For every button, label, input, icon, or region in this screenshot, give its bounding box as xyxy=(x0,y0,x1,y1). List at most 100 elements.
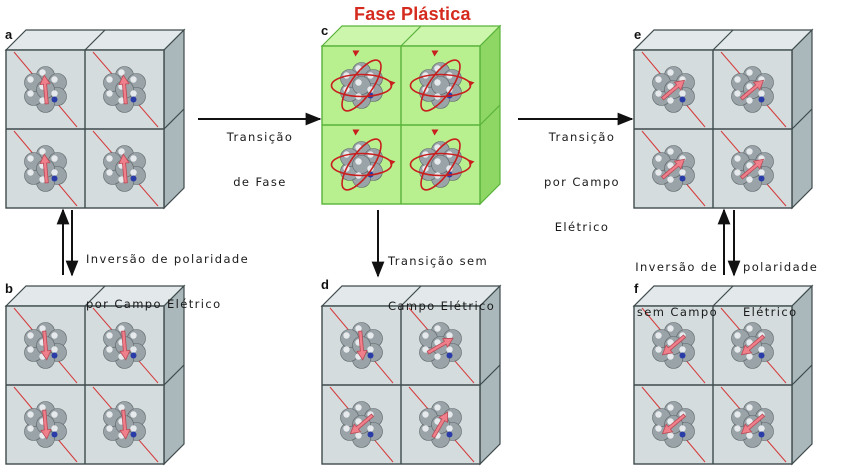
molecule xyxy=(340,322,383,369)
label-polarity-inversion-ef-left-line1: Inversão de xyxy=(635,260,718,274)
atom-highlight xyxy=(106,155,113,162)
atom-highlight xyxy=(106,76,113,83)
panel-f-cube xyxy=(632,284,814,466)
atom-highlight xyxy=(746,325,753,332)
label-phase-transition: Transição de Fase xyxy=(202,100,318,205)
atom-highlight xyxy=(106,332,113,339)
dipole-arrow xyxy=(426,337,454,355)
label-field-transition-line2: por Campo xyxy=(544,175,620,189)
dipole-arrow xyxy=(660,158,686,180)
molecule xyxy=(419,62,462,109)
atom-highlight xyxy=(667,97,674,104)
dipole-arrow xyxy=(349,413,375,435)
atom-highlight xyxy=(434,79,441,86)
atom-highlight xyxy=(106,411,113,418)
label-no-field-transition-line2: Campo Elétrico xyxy=(388,299,496,313)
nitrogen-atom xyxy=(130,175,137,182)
atom-highlight xyxy=(355,432,362,439)
cube-top-divider xyxy=(400,25,422,47)
atom-highlight xyxy=(51,411,58,418)
atom-highlight xyxy=(422,425,429,432)
dipole-arrow xyxy=(740,413,766,435)
nitrogen-atom xyxy=(51,175,58,182)
label-polarity-inversion-ef-left-line2: sem Campo xyxy=(636,305,718,319)
nitrogen-atom xyxy=(758,352,765,359)
cube-side-divider xyxy=(791,364,813,386)
atom-highlight xyxy=(667,176,674,183)
atom-highlight xyxy=(446,346,453,353)
atom-highlight xyxy=(734,76,741,83)
atom-highlight xyxy=(118,148,125,155)
nitrogen-atom xyxy=(758,431,765,438)
nitrogen-atom xyxy=(367,352,374,359)
atom-highlight xyxy=(130,169,137,176)
atom-highlight xyxy=(27,411,34,418)
atom-highlight xyxy=(39,325,46,332)
molecule xyxy=(103,401,146,448)
atom-highlight xyxy=(434,158,441,165)
atom-highlight xyxy=(106,169,113,176)
dipole-arrow xyxy=(118,153,130,184)
atom-highlight xyxy=(355,325,362,332)
label-field-transition-line1: Transição xyxy=(548,130,616,144)
atom-highlight xyxy=(27,169,34,176)
atom-highlight xyxy=(446,425,453,432)
atom-highlight xyxy=(655,76,662,83)
atom-highlight xyxy=(130,76,137,83)
atom-highlight xyxy=(679,90,686,97)
atom-highlight xyxy=(734,346,741,353)
panel-letter-d: d xyxy=(321,277,329,292)
atom-highlight xyxy=(655,90,662,97)
atom-highlight xyxy=(51,90,58,97)
atom-highlight xyxy=(130,155,137,162)
dipole-arrow xyxy=(356,330,368,361)
rotation-arrowhead xyxy=(352,129,360,136)
atom-highlight xyxy=(343,346,350,353)
atom-highlight xyxy=(746,69,753,76)
atom-highlight xyxy=(118,97,125,104)
atom-highlight xyxy=(655,346,662,353)
rotation-arrowhead xyxy=(352,50,360,57)
atom-highlight xyxy=(51,169,58,176)
atom-highlight xyxy=(679,425,686,432)
label-polarity-inversion-ab-line2: por Campo Elétrico xyxy=(86,297,222,311)
nitrogen-atom xyxy=(130,352,137,359)
panel-e-cube xyxy=(632,28,814,210)
dipole-arrow xyxy=(661,413,687,435)
atom-highlight xyxy=(746,432,753,439)
atom-highlight xyxy=(758,90,765,97)
label-polarity-inversion-ef-right-line2: Elétrico xyxy=(743,305,798,319)
panel-letter-a: a xyxy=(5,27,13,42)
dipole-arrow xyxy=(431,411,449,439)
atom-highlight xyxy=(434,353,441,360)
atom-highlight xyxy=(130,425,137,432)
rotation-arrowhead xyxy=(468,159,475,166)
rotation-arrowhead xyxy=(389,159,396,166)
label-field-transition: Transição por Campo Elétrico xyxy=(524,100,640,250)
dipole-arrow xyxy=(118,74,130,105)
atom-highlight xyxy=(446,332,453,339)
nitrogen-atom xyxy=(51,431,58,438)
cube-top-divider xyxy=(712,29,734,51)
rotation-arrowhead xyxy=(431,129,439,136)
molecule xyxy=(103,322,146,369)
nitrogen-atom xyxy=(758,96,765,103)
atom-highlight xyxy=(118,325,125,332)
atom-highlight xyxy=(746,404,753,411)
atom-highlight xyxy=(367,332,374,339)
atom-highlight xyxy=(734,169,741,176)
atom-highlight xyxy=(679,169,686,176)
atom-highlight xyxy=(39,97,46,104)
dipole-arrow xyxy=(40,409,52,440)
atom-highlight xyxy=(27,76,34,83)
cube-top-divider xyxy=(400,285,422,307)
cube-top-divider xyxy=(84,29,106,51)
molecule xyxy=(103,66,146,113)
atom-highlight xyxy=(367,165,374,172)
atom-highlight xyxy=(27,332,34,339)
plastic-phase-title: Fase Plástica xyxy=(354,4,471,24)
atom-highlight xyxy=(118,176,125,183)
atom-highlight xyxy=(446,165,453,172)
atom-highlight xyxy=(27,346,34,353)
atom-highlight xyxy=(106,90,113,97)
